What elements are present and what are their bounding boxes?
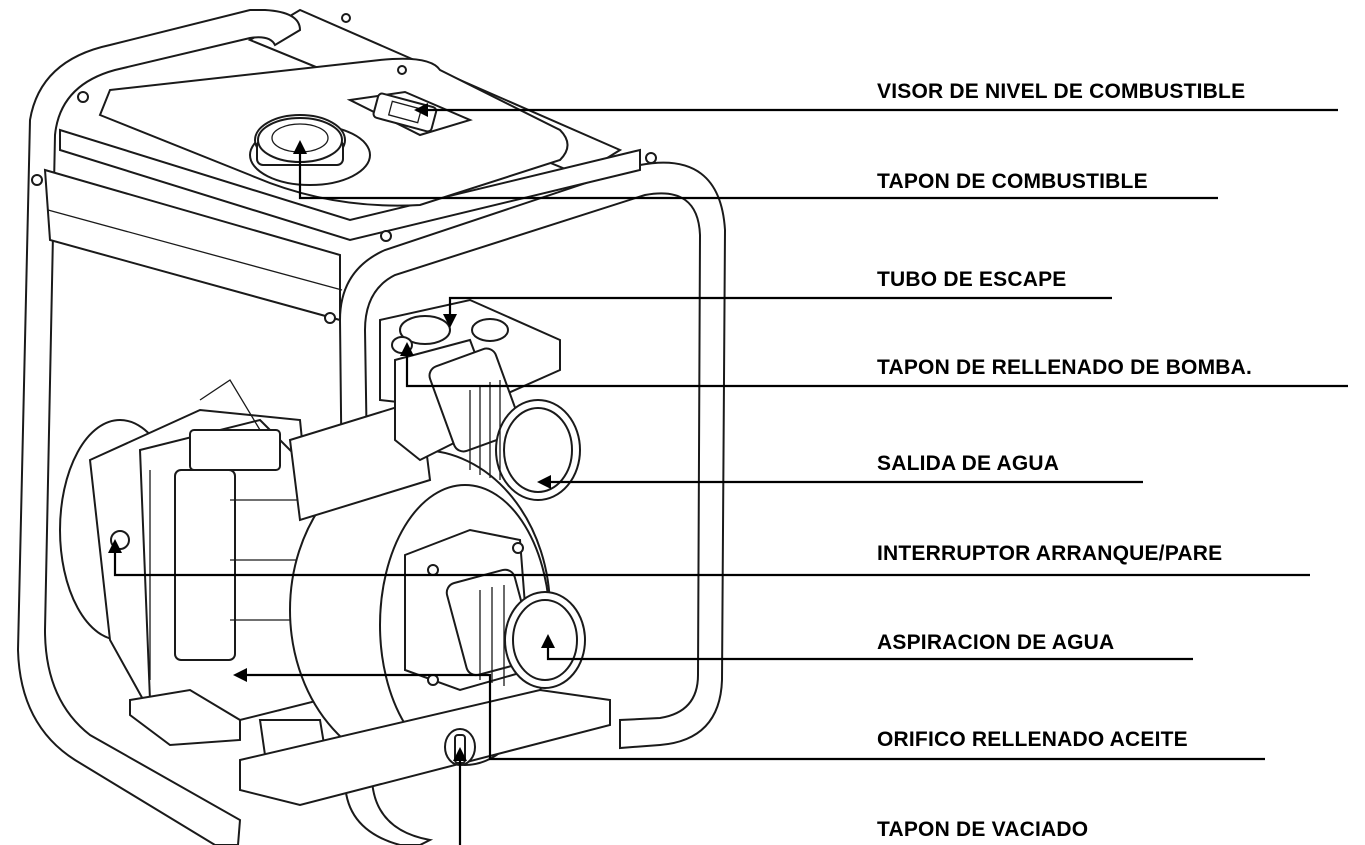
engine: [59, 379, 332, 792]
label-aspiracion-agua: ASPIRACION DE AGUA: [877, 631, 1115, 654]
fuel-gauge: [346, 90, 473, 137]
label-tapon-combustible: TAPON DE COMBUSTIBLE: [877, 170, 1148, 193]
label-interruptor-arranque-pare: INTERRUPTOR ARRANQUE/PARE: [877, 542, 1223, 565]
water-inlet: [404, 528, 586, 692]
label-salida-agua: SALIDA DE AGUA: [877, 452, 1060, 475]
label-tapon-rellenado-bomba: TAPON DE RELLENADO DE BOMBA.: [877, 356, 1253, 379]
water-outlet: [379, 298, 581, 501]
fuel-cap: [249, 114, 371, 186]
label-tubo-escape: TUBO DE ESCAPE: [877, 268, 1067, 291]
label-orificio-rellenado-aceite: ORIFICO RELLENADO ACEITE: [877, 728, 1188, 751]
label-visor-nivel-combustible: VISOR DE NIVEL DE COMBUSTIBLE: [877, 80, 1246, 103]
leader-lines: [108, 103, 1348, 845]
label-tapon-vaciado: TAPON DE VACIADO: [877, 818, 1089, 841]
